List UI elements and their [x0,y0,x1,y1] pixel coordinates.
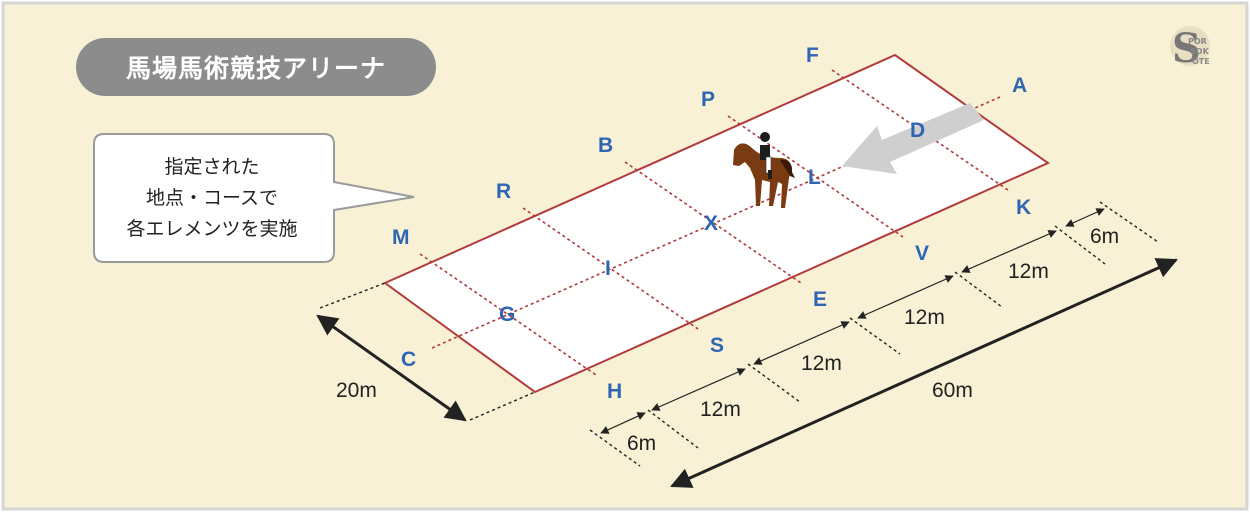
callout-line-1: 指定された [164,155,260,178]
marker-H: H [607,380,622,403]
callout-text: 指定された 地点・コースで 各エレメンツを実施 [92,136,332,260]
arena-rectangle [383,53,1051,394]
segment-label-2: 12m [1008,260,1049,283]
svg-text:SOK: SOK [1190,47,1210,56]
segment-label-3: 12m [904,306,945,329]
segment-label-6: 6m [627,432,656,455]
brand-logo-icon: S POR SOK OTE [1170,25,1210,72]
width-arrow [316,314,467,422]
svg-text:S: S [1172,25,1201,72]
width-label: 20m [336,379,377,402]
marker-L: L [808,166,821,189]
marker-V: V [915,242,929,265]
marker-X: X [704,212,718,235]
segment-label-1: 6m [1090,225,1119,248]
page-title: 馬場馬術競技アリーナ [76,38,436,96]
marker-P: P [701,88,715,111]
length-arrow [670,258,1178,488]
marker-G: G [499,303,515,326]
marker-K: K [1016,196,1031,219]
callout-line-2: 地点・コースで [145,186,279,209]
length-label: 60m [932,379,973,402]
marker-S: S [710,334,724,357]
marker-D: D [910,119,925,142]
marker-R: R [496,180,511,203]
segment-label-5: 12m [700,398,741,421]
callout-line-3: 各エレメンツを実施 [126,217,298,240]
length-dimension: 60m [670,258,1178,488]
marker-F: F [806,44,819,67]
svg-text:OTE: OTE [1192,57,1210,66]
width-dimension: 20m [316,282,536,422]
marker-M: M [392,226,410,249]
marker-I: I [605,257,611,280]
svg-text:POR: POR [1188,37,1207,46]
horse-and-rider-icon [733,132,795,208]
marker-E: E [813,288,827,311]
callout-bubble [93,133,415,263]
marker-B: B [598,134,613,157]
segment-label-4: 12m [801,352,842,375]
marker-A: A [1012,74,1027,97]
marker-C: C [401,348,416,371]
entry-arrow-icon [842,103,984,174]
